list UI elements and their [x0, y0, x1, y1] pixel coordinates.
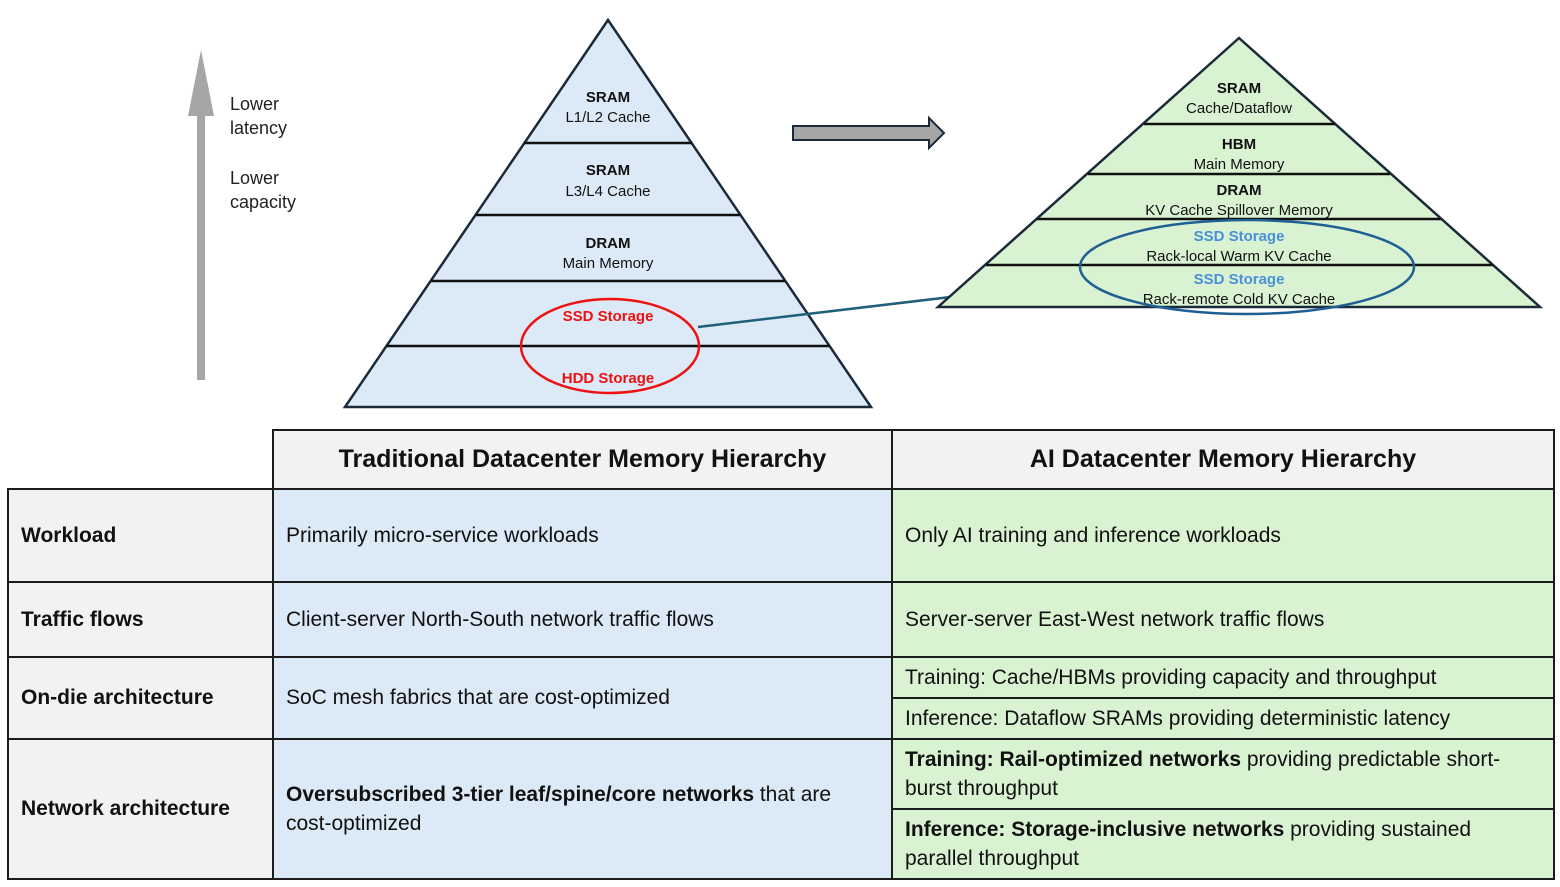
- cell-ai-ondie-inference: Inference: Dataflow SRAMs providing dete…: [891, 697, 1555, 740]
- ai-layer-3-subtitle: KV Cache Spillover Memory: [1145, 202, 1333, 219]
- ai-pyramid-shape: [934, 36, 1544, 309]
- cell-ai-network-training: Training: Rail-optimized networks provid…: [891, 738, 1555, 810]
- header-ai: AI Datacenter Memory Hierarchy: [891, 429, 1555, 490]
- ai-layer-5-title: SSD Storage: [1194, 271, 1285, 288]
- row-label-network: Network architecture: [7, 738, 274, 880]
- header-traditional: Traditional Datacenter Memory Hierarchy: [272, 429, 893, 490]
- trad-layer-2-title: SRAM: [586, 162, 630, 179]
- ai-layer-2-subtitle: Main Memory: [1194, 156, 1285, 173]
- header-empty-cell: [8, 430, 273, 489]
- traditional-network-emphasis: Oversubscribed 3-tier leaf/spine/core ne…: [286, 783, 755, 806]
- ai-network-inference-emphasis: Inference: Storage-inclusive networks: [905, 818, 1285, 841]
- trad-layer-3-title: DRAM: [586, 235, 631, 252]
- cell-traditional-traffic: Client-server North-South network traffi…: [272, 581, 893, 658]
- traditional-network-text: that are cost-optimized: [286, 783, 832, 835]
- row-label-traffic: Traffic flows: [7, 581, 274, 658]
- cell-traditional-workload: Primarily micro-service workloads: [272, 488, 893, 583]
- ai-layer-4-subtitle: Rack-local Warm KV Cache: [1146, 248, 1331, 265]
- table-header-row: Traditional Datacenter Memory Hierarchy …: [8, 429, 1555, 490]
- ai-pyramid: SRAM Cache/Dataflow HBM Main Memory DRAM…: [934, 36, 1544, 316]
- trad-layer-2-subtitle: L3/L4 Cache: [565, 183, 650, 200]
- ai-network-training-text: providing predictable short-burst throug…: [905, 748, 1501, 800]
- comparison-table: Traditional Datacenter Memory Hierarchy …: [7, 429, 1555, 880]
- legend-lower-latency-2: latency: [230, 118, 287, 138]
- trad-layer-1-title: SRAM: [586, 89, 630, 106]
- ai-layer-5-subtitle: Rack-remote Cold KV Cache: [1143, 291, 1336, 308]
- ai-layer-3-title: DRAM: [1217, 182, 1262, 199]
- latency-capacity-arrow-icon: [188, 50, 214, 380]
- row-label-workload: Workload: [7, 488, 274, 583]
- cell-traditional-ondie: SoC mesh fabrics that are cost-optimized: [272, 656, 893, 740]
- row-label-ondie: On-die architecture: [7, 656, 274, 740]
- ai-layer-1-title: SRAM: [1217, 80, 1261, 97]
- trad-layer-5-title: HDD Storage: [562, 370, 655, 387]
- table-row-ondie-inference: Inference: Dataflow SRAMs providing dete…: [8, 697, 1555, 740]
- legend-lower-latency-1: Lower: [230, 94, 279, 114]
- legend-lower-capacity-2: capacity: [230, 192, 296, 212]
- legend-lower-capacity-1: Lower: [230, 168, 279, 188]
- memory-hierarchy-diagram: Lower latency Lower capacity SRAM L1/L2 …: [188, 17, 1544, 409]
- trad-layer-4-title: SSD Storage: [563, 308, 654, 325]
- cell-ai-ondie-training: Training: Cache/HBMs providing capacity …: [891, 656, 1555, 699]
- trad-layer-3-subtitle: Main Memory: [563, 255, 654, 272]
- ssd-highlight-ellipse: [1078, 218, 1416, 316]
- table-row-network: Network architecture Oversubscribed 3-ti…: [7, 738, 1555, 880]
- ai-layer-2-title: HBM: [1222, 136, 1256, 153]
- table-row-workload: Workload Primarily micro-service workloa…: [7, 488, 1555, 583]
- cell-ai-traffic: Server-server East-West network traffic …: [891, 581, 1555, 658]
- trad-layer-1-subtitle: L1/L2 Cache: [565, 109, 650, 126]
- ai-network-inference-text: providing sustained parallel throughput: [905, 818, 1472, 870]
- table-row-traffic: Traffic flows Client-server North-South …: [7, 581, 1555, 658]
- transition-arrow-icon: [792, 115, 946, 151]
- ai-network-training-emphasis: Training: Rail-optimized networks: [905, 748, 1242, 771]
- ai-layer-1-subtitle: Cache/Dataflow: [1186, 100, 1292, 117]
- cell-ai-network-inference: Inference: Storage-inclusive networks pr…: [891, 808, 1555, 880]
- table-row-network-inference: Inference: Storage-inclusive networks pr…: [8, 808, 1555, 880]
- traditional-pyramid-shape: [342, 17, 874, 409]
- ai-layer-4-title: SSD Storage: [1194, 228, 1285, 245]
- cell-ai-workload: Only AI training and inference workloads: [891, 488, 1555, 583]
- traditional-pyramid: SRAM L1/L2 Cache SRAM L3/L4 Cache DRAM M…: [342, 17, 874, 409]
- storage-highlight-ellipse: [519, 297, 701, 395]
- cell-traditional-network: Oversubscribed 3-tier leaf/spine/core ne…: [272, 738, 893, 880]
- table-row-ondie: On-die architecture SoC mesh fabrics tha…: [7, 656, 1555, 740]
